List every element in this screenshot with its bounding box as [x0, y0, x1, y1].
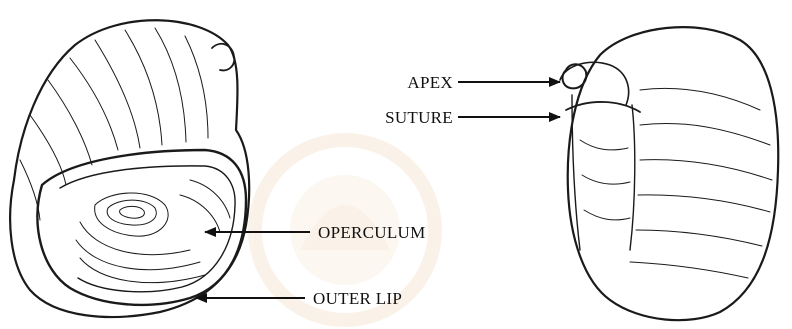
outer-lip-label: OUTER LIP — [313, 289, 402, 308]
right-shell-apex-view — [560, 27, 778, 320]
apex-label: APEX — [407, 73, 453, 92]
suture-label: SUTURE — [385, 108, 453, 127]
operculum-label: OPERCULUM — [318, 223, 426, 242]
left-shell-aperture-view — [10, 20, 249, 317]
